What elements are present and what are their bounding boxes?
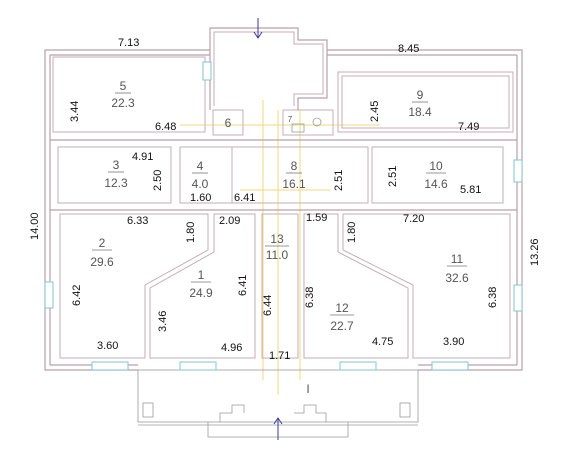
dim-13-26: 13.26	[529, 238, 541, 266]
room-5-area: 22.3	[111, 96, 135, 110]
dim-2-50: 2.50	[152, 170, 164, 191]
dim-4-91: 4.91	[132, 151, 153, 163]
room-1-number: 1	[198, 268, 205, 282]
dim-7-49: 7.49	[458, 121, 479, 133]
room-11-outline	[342, 213, 511, 359]
dim-6-42: 6.42	[71, 285, 83, 306]
dim-3-44: 3.44	[69, 101, 81, 122]
room-10-number: 10	[429, 159, 443, 173]
room-9-area: 18.4	[408, 105, 432, 119]
room-1-outline	[149, 213, 256, 359]
dim-6-41-bottom: 6.41	[237, 275, 249, 296]
room-6-outline	[212, 109, 244, 136]
dim-14-00: 14.00	[29, 212, 41, 240]
room-12-number: 12	[335, 301, 349, 315]
room-11-number: 11	[451, 252, 464, 266]
room-6-number: 6	[225, 116, 232, 130]
dim-2-09: 2.09	[219, 215, 240, 227]
room-1-area: 24.9	[189, 286, 213, 300]
dimension-labels: 7.13 8.45 3.44 6.48 2.45 7.49 4.91 2.50 …	[29, 37, 541, 362]
top-vestibule	[209, 27, 328, 110]
dim-7-20: 7.20	[403, 213, 424, 225]
dim-2-45: 2.45	[369, 101, 381, 122]
room-3-outline	[57, 146, 172, 204]
room-2-outline	[59, 213, 209, 359]
dim-1-80-right: 1.80	[346, 222, 358, 243]
room-4-area: 4.0	[192, 177, 209, 191]
dim-6-41-top: 6.41	[234, 192, 255, 204]
room-7-outline	[282, 109, 334, 136]
dim-2-51-left: 2.51	[333, 170, 345, 191]
dim-2-51-right: 2.51	[387, 166, 399, 187]
room-labels: 5 22.3 6 7 9 18.4 3 12.3 4 4.0 8 16.1 10…	[90, 79, 469, 396]
dim-1-60: 1.60	[190, 192, 211, 204]
dim-4-96: 4.96	[221, 342, 242, 354]
room-2-number: 2	[99, 236, 106, 250]
dim-3-46: 3.46	[157, 311, 169, 332]
dim-6-44: 6.44	[262, 295, 274, 316]
dim-1-59: 1.59	[306, 212, 327, 224]
room-11-area: 32.6	[445, 271, 469, 285]
windows	[44, 61, 523, 371]
dim-6-38-right: 6.38	[487, 287, 499, 308]
dim-8-45: 8.45	[398, 43, 419, 55]
room-9-outline	[337, 71, 514, 133]
sink-icon	[312, 117, 322, 127]
dim-5-81: 5.81	[460, 184, 481, 196]
dim-6-48: 6.48	[155, 121, 176, 133]
room-12-outline	[303, 213, 409, 359]
room-8-outline	[179, 146, 369, 204]
dim-6-38-left: 6.38	[304, 287, 316, 308]
dim-3-60: 3.60	[97, 340, 118, 352]
dim-4-75: 4.75	[372, 336, 393, 348]
room-5-number: 5	[120, 79, 127, 93]
room-9-number: 9	[417, 88, 424, 102]
room-13-number: 13	[270, 232, 284, 246]
room-10-outline	[371, 146, 504, 204]
dim-7-13: 7.13	[118, 37, 139, 49]
room-12-area: 22.7	[330, 319, 354, 333]
entrance-arrow-icon	[253, 18, 283, 440]
dim-3-90: 3.90	[443, 336, 464, 348]
dim-6-33: 6.33	[127, 215, 148, 227]
room-10-area: 14.6	[424, 177, 448, 191]
room-13-area: 11.0	[266, 248, 289, 262]
room-8-number: 8	[291, 159, 298, 173]
room-3-number: 3	[113, 158, 120, 172]
room-4-number: 4	[197, 159, 204, 173]
room-I-number: I	[306, 382, 309, 396]
room-3-area: 12.3	[104, 176, 128, 190]
room-7-number: 7	[288, 115, 293, 124]
room-2-area: 29.6	[90, 255, 114, 269]
dim-1-71: 1.71	[269, 350, 290, 362]
room-5-outline	[52, 56, 206, 133]
room-8-area: 16.1	[282, 177, 306, 191]
room-13-outline	[261, 213, 299, 359]
dim-1-80-left: 1.80	[185, 222, 197, 243]
